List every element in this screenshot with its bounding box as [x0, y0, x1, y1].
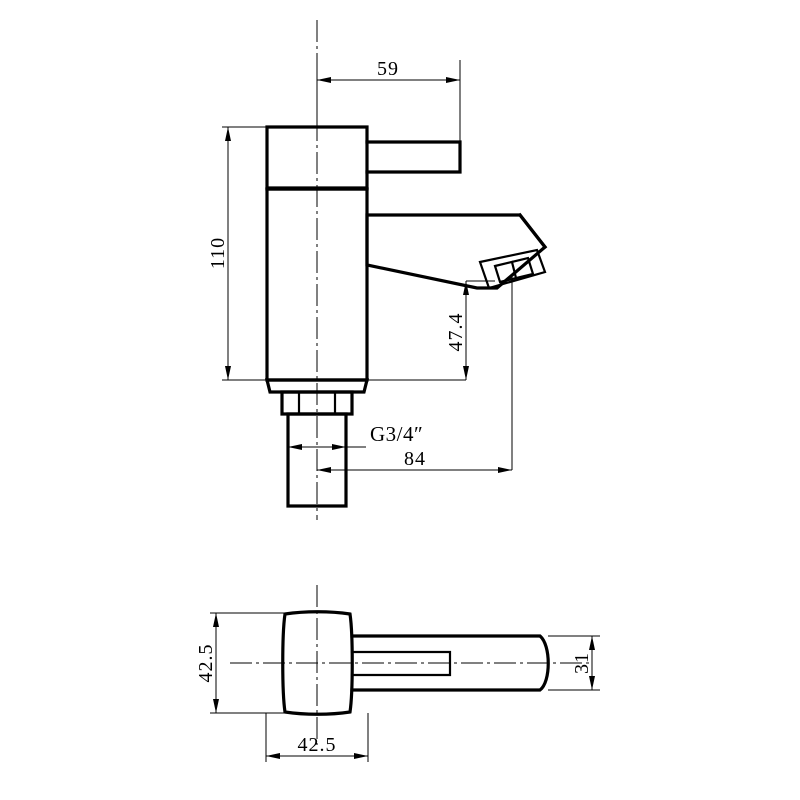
thread-size-label: G3/4″ [370, 422, 423, 446]
arrowhead-84-left [317, 467, 331, 473]
dim-label-31: 31 [571, 652, 593, 674]
tap-body-plan-outline [281, 610, 354, 716]
arrowhead-width-left [266, 753, 280, 759]
arrowhead-thread-left [288, 444, 302, 450]
lever-handle [365, 140, 462, 174]
dim-label-body-width: 42.5 [298, 734, 337, 756]
dimension-spout-height: 47.4 [300, 280, 495, 381]
arrowhead-110-bottom [225, 366, 231, 380]
aerator-slot-plan [350, 650, 452, 677]
dimension-body-depth: 42.5 [195, 612, 290, 714]
aerator-assembly [478, 248, 547, 290]
dim-label-body-depth: 42.5 [195, 644, 217, 683]
dim-label-59: 59 [377, 58, 399, 80]
aerator-centre-divider [510, 260, 518, 280]
plan-view: 42.5 31 42.5 [195, 585, 600, 762]
arrowhead-31-bottom [589, 676, 595, 690]
arrowhead-59-left [317, 77, 331, 83]
dimension-body-width: 42.5 [265, 713, 369, 762]
arrowhead-depth-bottom [213, 699, 219, 713]
aerator-outer-body [478, 248, 547, 290]
aerator-inner-face [493, 256, 535, 284]
arrowhead-47-bottom [463, 366, 469, 380]
dim-label-84: 84 [404, 448, 426, 470]
arrowhead-thread-right [332, 444, 346, 450]
arrowhead-width-right [354, 753, 368, 759]
threaded-shank [286, 412, 348, 508]
dim-label-110: 110 [207, 237, 229, 269]
spout-plan-outline [350, 634, 550, 692]
annotation-thread-size: G3/4″ [288, 422, 423, 450]
dim-label-47-4: 47.4 [445, 313, 467, 352]
arrowhead-depth-top [213, 613, 219, 627]
spout-nose-chamfer [517, 212, 548, 250]
arrowhead-31-top [589, 636, 595, 650]
dimension-spout-end-width: 31 [548, 635, 600, 691]
dimension-spout-reach: 84 [317, 448, 512, 473]
arrowhead-47-top [463, 281, 469, 295]
side-elevation-view: 59 110 47.4 [207, 20, 548, 520]
dimension-overall-height: 110 [207, 126, 267, 381]
hex-nut [280, 390, 354, 416]
arrowhead-110-top [225, 127, 231, 141]
arrowhead-84-right [498, 467, 512, 473]
arrowhead-59-right [446, 77, 460, 83]
dimension-handle-reach: 59 [316, 58, 461, 142]
